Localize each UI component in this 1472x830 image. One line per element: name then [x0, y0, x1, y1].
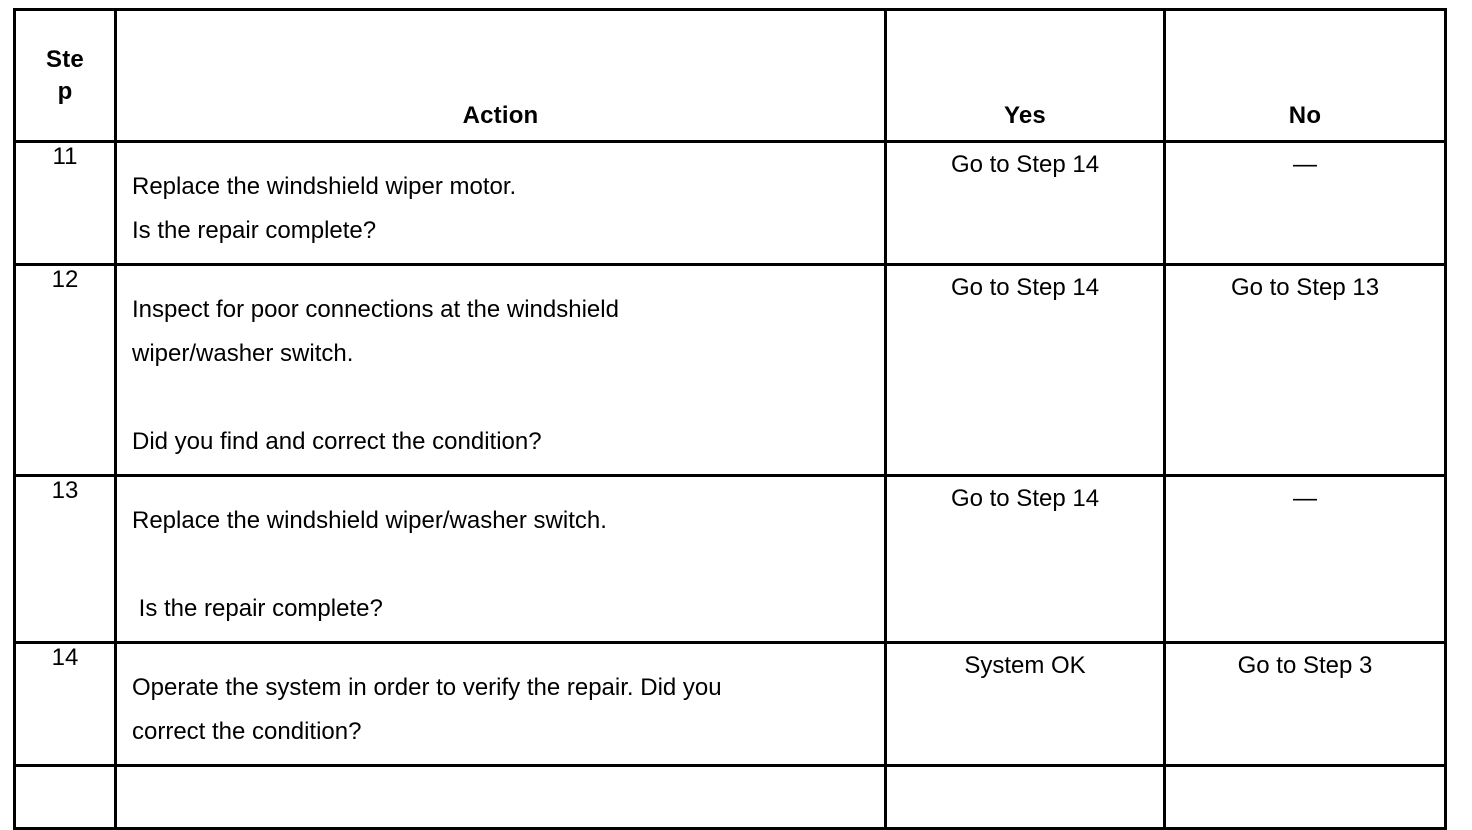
cell-no: —	[1163, 140, 1447, 266]
cell-step: 11	[13, 140, 117, 266]
table-row-partial	[13, 764, 1447, 830]
no-answer: Go to Step 3	[1237, 652, 1373, 679]
column-header-no: No	[1163, 8, 1447, 143]
cell-action: Inspect for poor connections at the wind…	[114, 263, 887, 477]
cell-yes	[884, 764, 1166, 830]
no-answer: Go to Step 13	[1230, 274, 1380, 301]
cell-action	[114, 764, 887, 830]
cell-step: 13	[13, 474, 117, 644]
action-text: Replace the windshield wiper/washer swit…	[132, 507, 607, 622]
cell-yes: Go to Step 14	[884, 263, 1166, 477]
cell-action: Operate the system in order to verify th…	[114, 641, 887, 767]
column-header-yes: Yes	[884, 8, 1166, 143]
action-text: Inspect for poor connections at the wind…	[132, 296, 619, 455]
table-row: 11 Replace the windshield wiper motor. I…	[13, 140, 1447, 266]
table-row: 12 Inspect for poor connections at the w…	[13, 263, 1447, 477]
column-header-no-inner: No	[1166, 11, 1444, 140]
no-answer: —	[1293, 485, 1317, 512]
column-header-action-label: Action	[462, 102, 539, 130]
yes-answer: Go to Step 14	[950, 485, 1100, 512]
no-answer	[1166, 767, 1444, 789]
cell-no: Go to Step 13	[1163, 263, 1447, 477]
column-header-action: Action	[114, 8, 887, 143]
yes-answer	[887, 767, 1163, 789]
action-text: Operate the system in order to verify th…	[132, 674, 722, 745]
step-number: 11	[52, 143, 78, 170]
column-header-action-inner: Action	[117, 11, 884, 140]
cell-step	[13, 764, 117, 830]
action-text: Replace the windshield wiper motor. Is t…	[132, 173, 517, 244]
column-header-yes-label: Yes	[1004, 102, 1046, 130]
column-header-step: Step	[13, 8, 117, 143]
cell-yes: Go to Step 14	[884, 474, 1166, 644]
cell-no	[1163, 764, 1447, 830]
cell-no: —	[1163, 474, 1447, 644]
cell-yes: Go to Step 14	[884, 140, 1166, 266]
yes-answer: Go to Step 14	[950, 151, 1100, 178]
column-header-yes-inner: Yes	[887, 11, 1163, 140]
column-header-no-label: No	[1288, 102, 1322, 130]
cell-action: Replace the windshield wiper motor. Is t…	[114, 140, 887, 266]
cell-yes: System OK	[884, 641, 1166, 767]
cell-no: Go to Step 3	[1163, 641, 1447, 767]
yes-answer: Go to Step 14	[950, 274, 1100, 301]
table-row: 14 Operate the system in order to verify…	[13, 641, 1447, 767]
step-number: 13	[51, 477, 79, 504]
action-text	[117, 767, 884, 799]
cell-step: 12	[13, 263, 117, 477]
page-root: Step Action Yes No	[13, 8, 1447, 830]
cell-step: 14	[13, 641, 117, 767]
column-header-step-inner: Step	[16, 11, 114, 140]
cell-action: Replace the windshield wiper/washer swit…	[114, 474, 887, 644]
yes-answer: System OK	[964, 652, 1086, 679]
table-header-row: Step Action Yes No	[13, 8, 1447, 143]
step-number: 14	[51, 644, 79, 671]
diagnostic-step-table: Step Action Yes No	[13, 8, 1447, 830]
column-header-step-label: Step	[46, 45, 84, 105]
table-row: 13 Replace the windshield wiper/washer s…	[13, 474, 1447, 644]
step-number: 12	[51, 266, 79, 293]
no-answer: —	[1293, 151, 1317, 178]
